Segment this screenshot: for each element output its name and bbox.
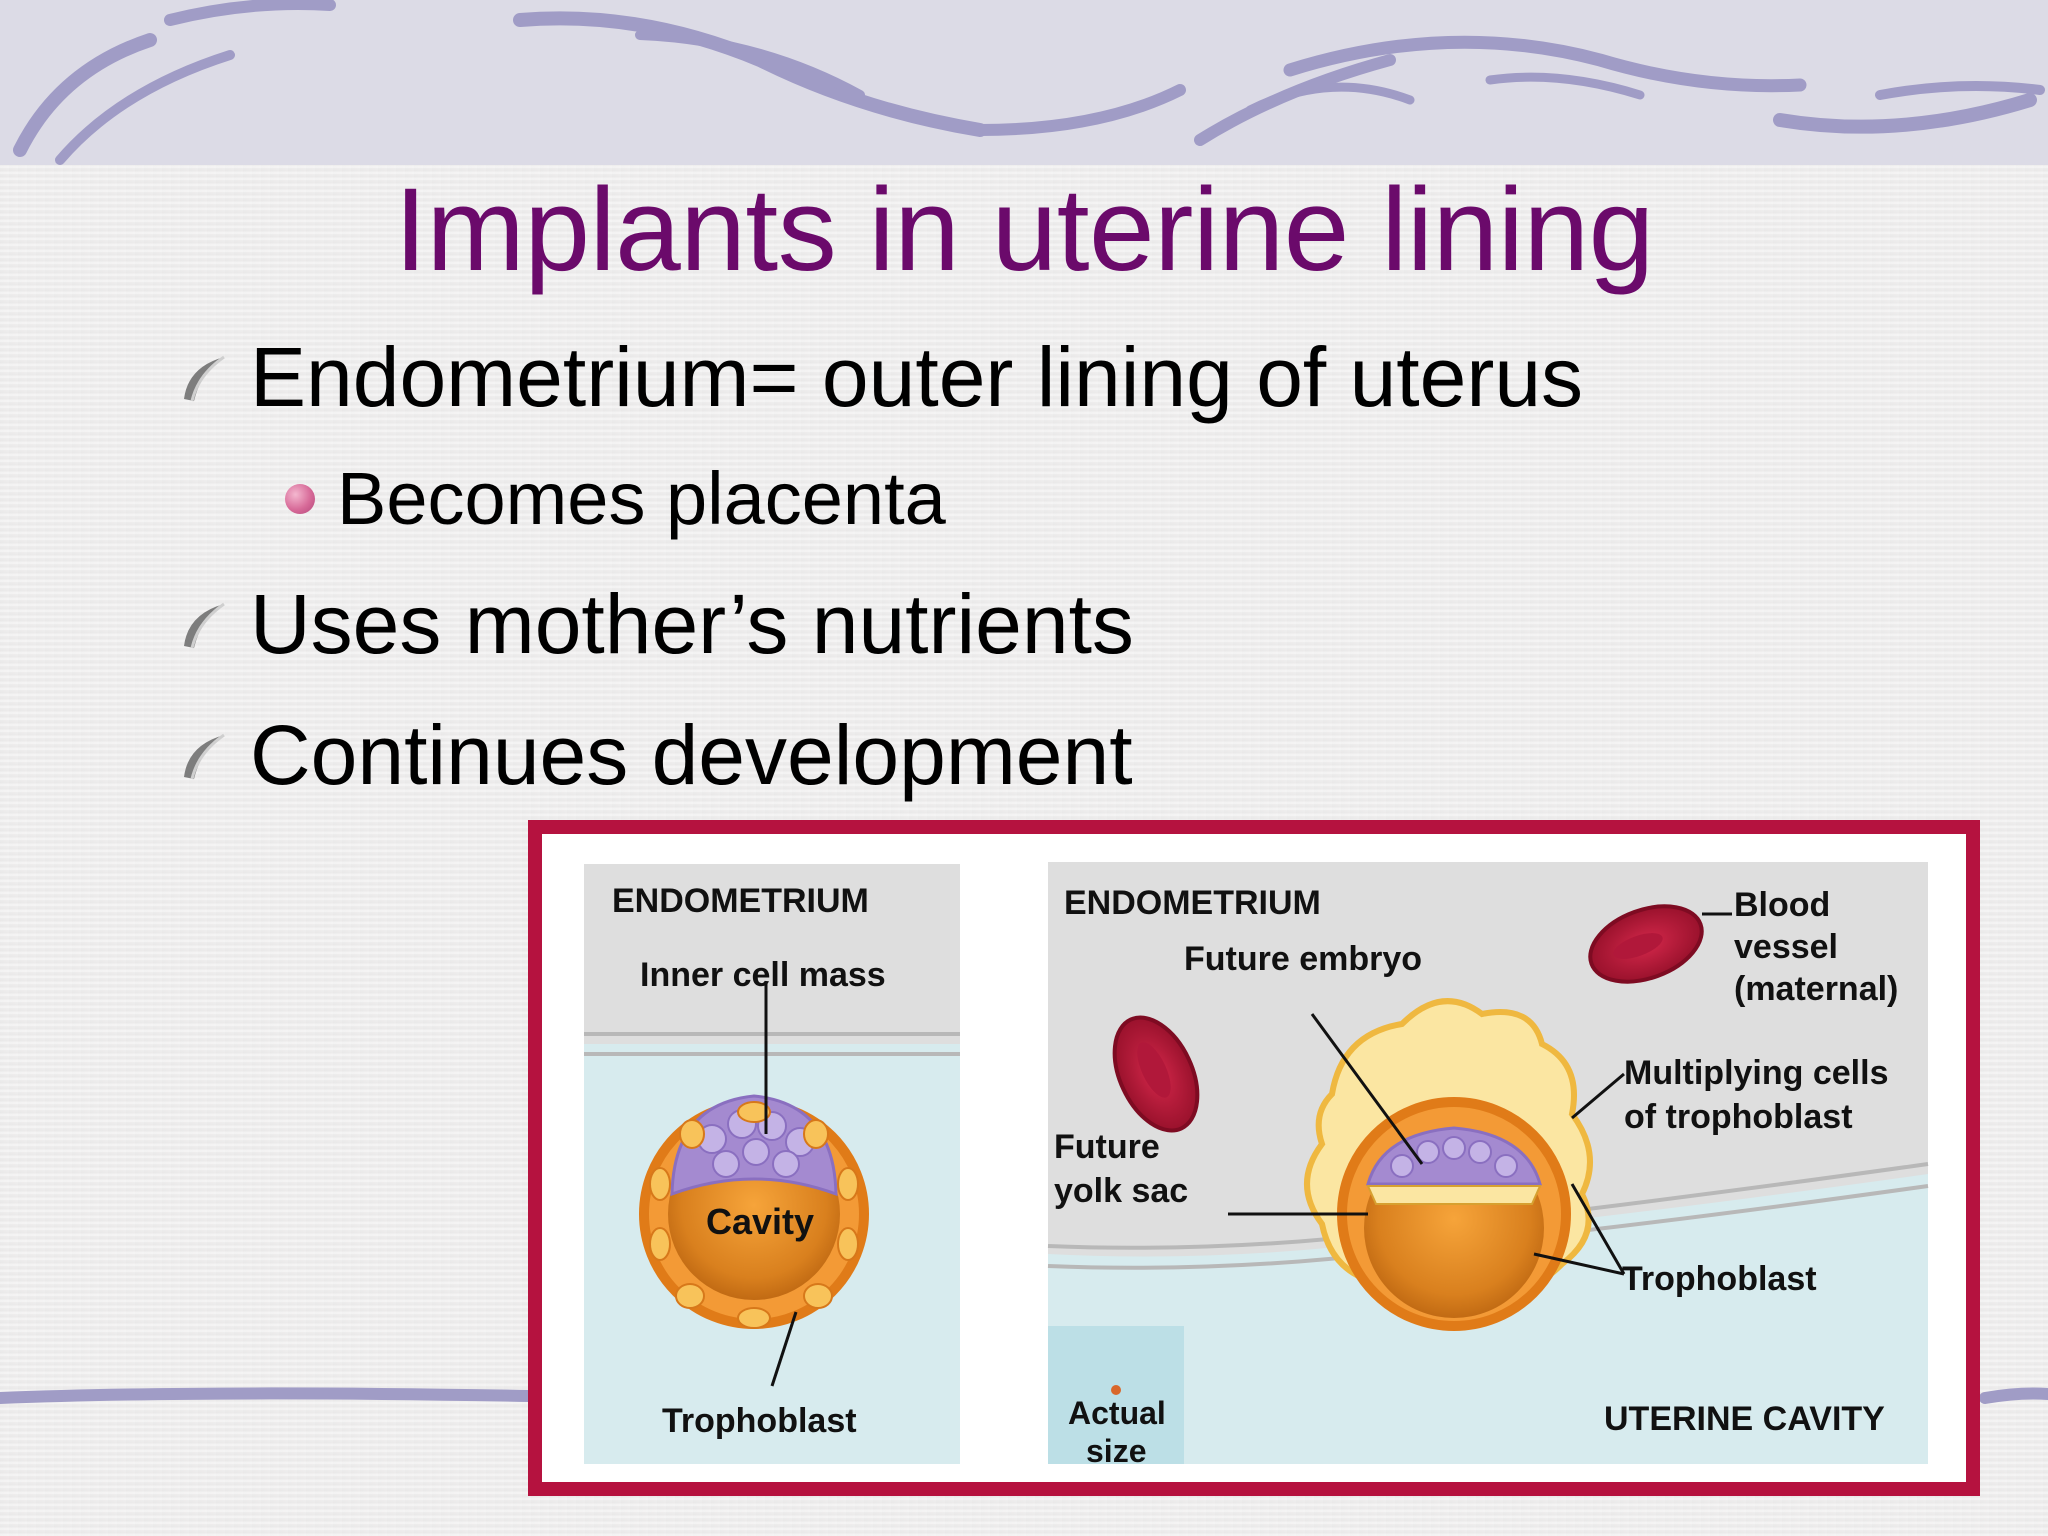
actual-size-dot	[1111, 1385, 1121, 1395]
left-epithelium	[584, 1032, 960, 1056]
bullet-text: Uses mother’s nutrients	[250, 577, 1134, 671]
uterine-cavity-label: UTERINE CAVITY	[1604, 1400, 1885, 1438]
cavity-label: Cavity	[706, 1201, 814, 1242]
blood-cell	[1613, 933, 1663, 959]
bullet-item-3: Uses mother’s nutrients	[172, 574, 1134, 674]
blood-vessel-label-line-2: vessel	[1734, 928, 1838, 966]
left-endometrium-label: ENDOMETRIUM	[612, 882, 869, 920]
slide-title: Implants in uterine lining	[394, 164, 1654, 296]
blood-cell-2	[1137, 1042, 1171, 1098]
bullet-text: Continues development	[250, 708, 1133, 802]
right-leader-lines	[1228, 912, 1732, 1276]
blood-vessel-label-line-1: Blood	[1734, 886, 1830, 924]
future-yolk-sac-label-line-2: yolk sac	[1054, 1172, 1188, 1210]
future-yolk-sac-shape	[1366, 1185, 1542, 1205]
implantation-figure: ENDOMETRIUM Inner cell mass Cavity Troph…	[528, 820, 1980, 1496]
future-embryo-label: Future embryo	[1184, 940, 1422, 978]
trophoblast-leader	[770, 1311, 798, 1387]
multiplying-cells-label-line-2: of trophoblast	[1624, 1098, 1853, 1136]
future-yolk-sac-label-line-1: Future	[1054, 1128, 1160, 1166]
header-decoration	[0, 0, 2048, 165]
implantation-diagram: ENDOMETRIUM Inner cell mass Cavity Troph…	[584, 862, 1929, 1469]
actual-size-label-line-2: size	[1086, 1433, 1146, 1469]
left-trophoblast-label: Trophoblast	[662, 1402, 857, 1440]
bullet-text: Becomes placenta	[337, 457, 946, 540]
bullet-item-4: Continues development	[172, 705, 1133, 805]
swoosh-bullet-icon	[184, 355, 225, 402]
inner-cell-mass-label: Inner cell mass	[640, 956, 886, 994]
header-swoosh-graphic	[13, 0, 2045, 165]
bullet-item-1: Endometrium= outer lining of uterus	[172, 327, 1583, 427]
pink-dot-bullet-icon	[285, 484, 315, 514]
bullet-item-2: Becomes placenta	[285, 454, 946, 544]
left-panel: ENDOMETRIUM Inner cell mass Cavity Troph…	[584, 864, 960, 1464]
footer-swoosh-graphic	[0, 1387, 2048, 1404]
swoosh-bullet-icon	[184, 733, 225, 780]
footer-decoration	[0, 1370, 2048, 1440]
actual-size-label-line-1: Actual	[1068, 1395, 1166, 1431]
right-trophoblast-label: Trophoblast	[1622, 1260, 1817, 1298]
blood-vessel-label-line-3: (maternal)	[1734, 970, 1898, 1008]
right-endometrium-label: ENDOMETRIUM	[1064, 884, 1321, 922]
bullet-text: Endometrium= outer lining of uterus	[250, 330, 1584, 424]
right-panel: ENDOMETRIUM Future embryo Blood vessel (…	[1047, 862, 1929, 1469]
swoosh-bullet-icon	[184, 602, 225, 649]
multiplying-cells-label-line-1: Multiplying cells	[1624, 1054, 1888, 1092]
